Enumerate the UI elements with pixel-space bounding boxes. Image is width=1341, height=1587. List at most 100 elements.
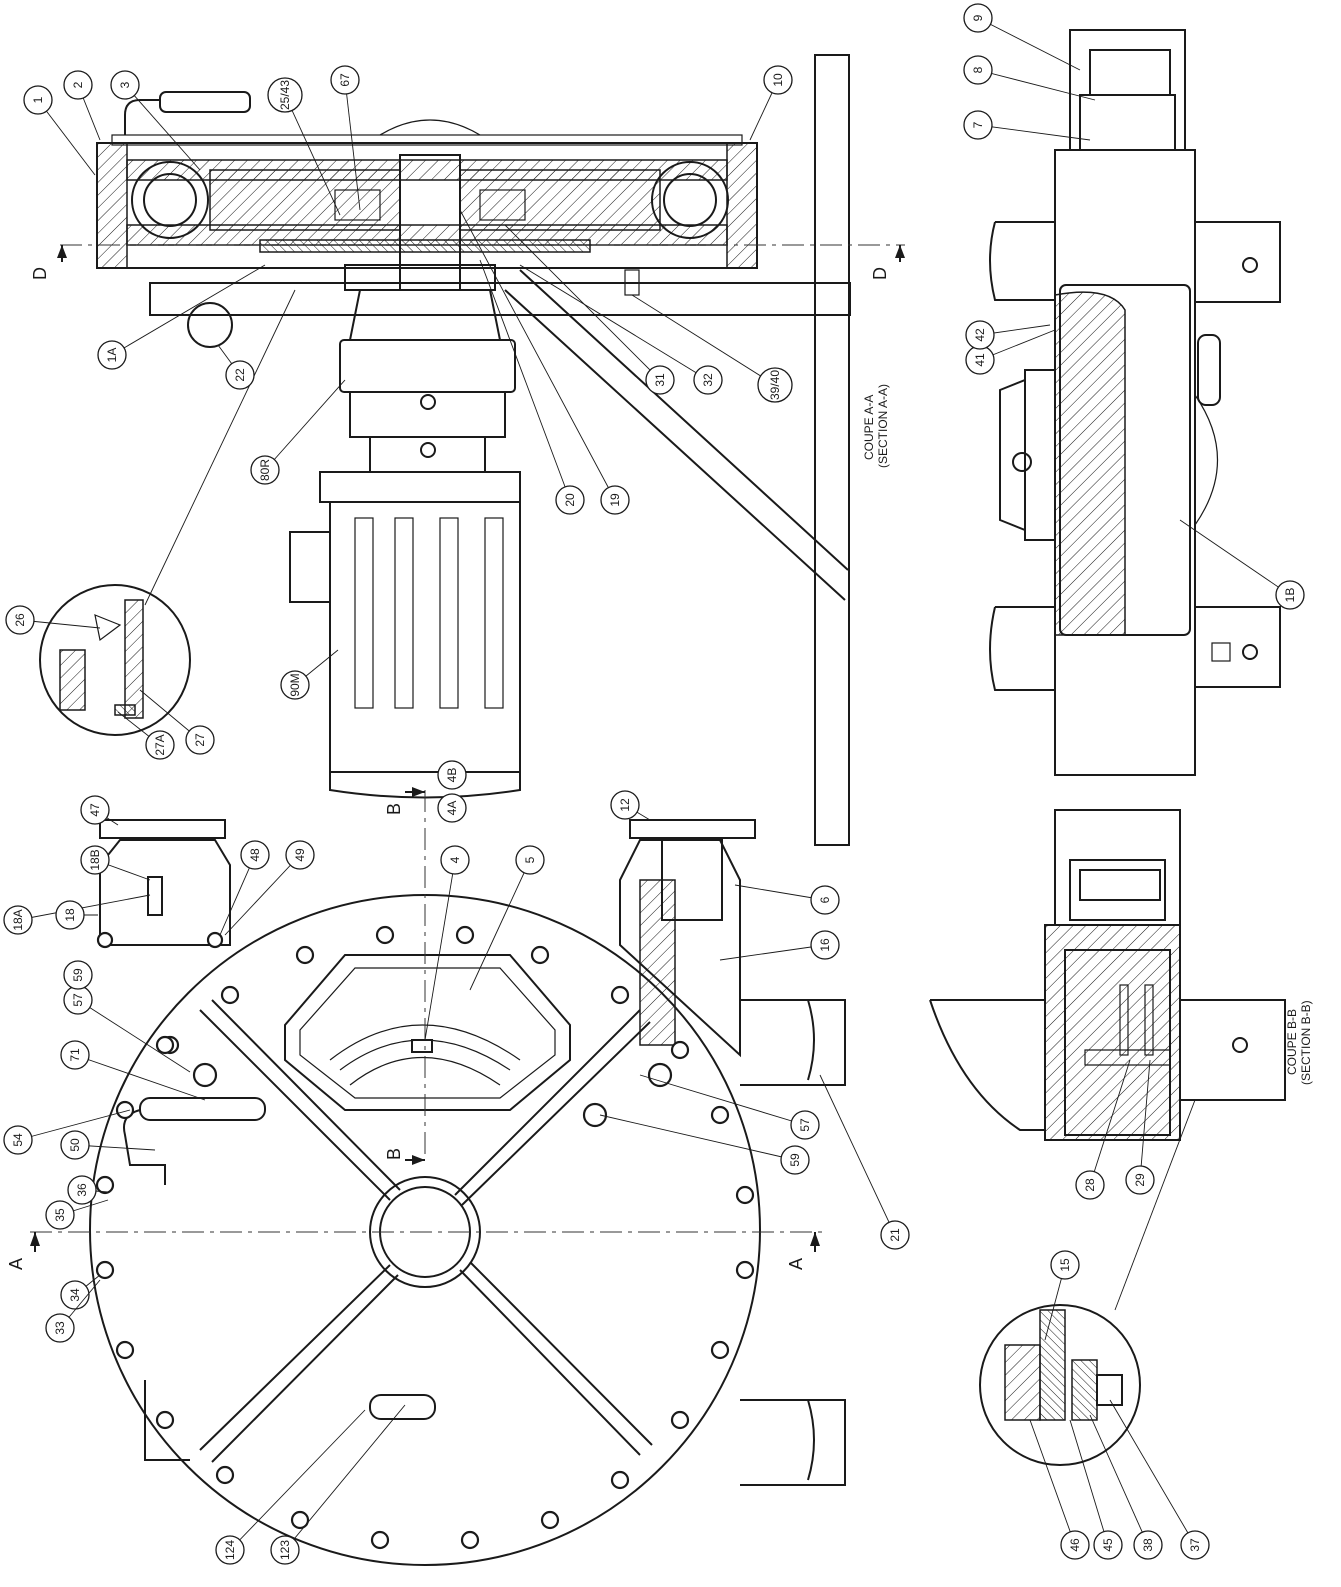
callout-c4A: 4A	[437, 793, 467, 823]
callout-label: 37	[1188, 1538, 1202, 1552]
callout-c18: 18	[55, 900, 98, 930]
callout-c46: 46	[1029, 1419, 1090, 1560]
callout-c15: 15	[1044, 1250, 1080, 1341]
callout-c1A: 1A	[97, 264, 266, 370]
callout-c2: 2	[63, 70, 101, 141]
callout-c45: 45	[1069, 1419, 1123, 1560]
section-marker-a-left: A	[6, 1232, 40, 1270]
callout-c22: 22	[217, 344, 255, 390]
callout-label: 8	[971, 66, 985, 73]
callout-bubble	[63, 960, 93, 990]
callout-leader	[504, 224, 661, 381]
callout-label: 48	[248, 848, 262, 862]
section-letter: D	[870, 267, 890, 280]
callout-c4B: 4B	[437, 760, 467, 790]
callout-bubble	[63, 70, 93, 100]
callout-bubble	[437, 760, 467, 790]
callout-bubble	[3, 1125, 33, 1155]
callout-bubble	[145, 730, 175, 760]
callout-label: 9	[971, 14, 985, 21]
callout-bubble	[225, 360, 255, 390]
callout-leader	[1139, 1059, 1151, 1181]
callout-label: 34	[68, 1288, 82, 1302]
callout-c18B: 18B	[80, 845, 151, 881]
callout-bubble	[555, 485, 585, 515]
callout-label: 27A	[153, 734, 167, 755]
section-aa-caption-en: (SECTION A-A)	[876, 384, 890, 468]
callout-bubble	[880, 1220, 910, 1250]
callout-bubble	[45, 1313, 75, 1343]
callout-bubble	[1133, 1530, 1163, 1560]
section-letter: D	[30, 267, 50, 280]
callout-label: 49	[293, 848, 307, 862]
callout-label: 36	[75, 1183, 89, 1197]
callout-leader	[111, 264, 266, 356]
callout-c25_43: 25/43	[267, 77, 341, 216]
callout-c48: 48	[219, 840, 270, 936]
callout-label: 29	[1133, 1173, 1147, 1187]
callout-bubble	[1093, 1530, 1123, 1560]
callout-label: 124	[223, 1540, 237, 1560]
callout-label: 25/43	[278, 80, 292, 110]
callout-label: 5	[523, 856, 537, 863]
callout-c59a: 59	[63, 960, 93, 990]
callout-leader	[1179, 519, 1291, 596]
callout-label: 39/40	[768, 370, 782, 400]
callout-label: 67	[338, 73, 352, 87]
callout-c36: 36	[67, 1175, 109, 1205]
callout-leader	[284, 94, 341, 216]
callout-label: 59	[788, 1153, 802, 1167]
callout-c10: 10	[749, 65, 793, 141]
callout-leader	[977, 17, 1081, 71]
callout-bubble	[440, 845, 470, 875]
callout-c33: 33	[45, 1279, 101, 1343]
callout-bubble	[280, 670, 310, 700]
callout-bubble	[810, 930, 840, 960]
callout-bubble	[763, 65, 793, 95]
callout-bubble	[437, 793, 467, 823]
callout-bubble	[267, 77, 303, 113]
callout-c1B: 1B	[1179, 519, 1305, 610]
side-view	[989, 29, 1281, 776]
callout-leader	[1089, 1414, 1149, 1546]
callout-leader	[77, 999, 191, 1073]
callout-leader	[74, 1054, 206, 1101]
callout-label: 3	[118, 81, 132, 88]
callout-label: 80R	[258, 459, 272, 481]
callout-leader	[17, 1109, 131, 1141]
section-marker-b-top: B	[384, 787, 425, 815]
callout-label: 47	[88, 803, 102, 817]
callout-c49: 49	[224, 840, 315, 936]
callout-bubble	[45, 1200, 75, 1230]
callout-leader	[424, 859, 456, 1041]
callout-bubble	[240, 840, 270, 870]
callout-leader	[719, 944, 826, 961]
callout-c67: 67	[330, 65, 361, 211]
callout-bubble	[810, 885, 840, 915]
callout-label: 26	[13, 613, 27, 627]
callout-c6: 6	[734, 884, 840, 915]
callout-bubble	[963, 110, 993, 140]
callout-label: 42	[973, 328, 987, 342]
callout-leader	[264, 379, 346, 471]
callout-bubble	[645, 365, 675, 395]
callout-label: 7	[971, 121, 985, 128]
callout-bubble	[55, 900, 85, 930]
section-marker-d-right: D	[870, 245, 905, 280]
callout-c16: 16	[719, 930, 840, 961]
callout-bubble	[250, 455, 280, 485]
callout-c50: 50	[60, 1130, 156, 1160]
callout-bubble	[515, 845, 545, 875]
callout-leader	[639, 1074, 806, 1126]
callout-label: 54	[11, 1133, 25, 1147]
section-letter: B	[384, 803, 404, 815]
callout-label: 4B	[445, 768, 459, 783]
callout-c20: 20	[479, 259, 585, 515]
callout-bubble	[80, 795, 110, 825]
callout-bubble	[963, 55, 993, 85]
callout-c57a: 57	[63, 985, 191, 1073]
callout-leader	[977, 69, 1096, 101]
callout-leader	[1069, 1419, 1109, 1546]
callout-c47: 47	[80, 795, 119, 826]
